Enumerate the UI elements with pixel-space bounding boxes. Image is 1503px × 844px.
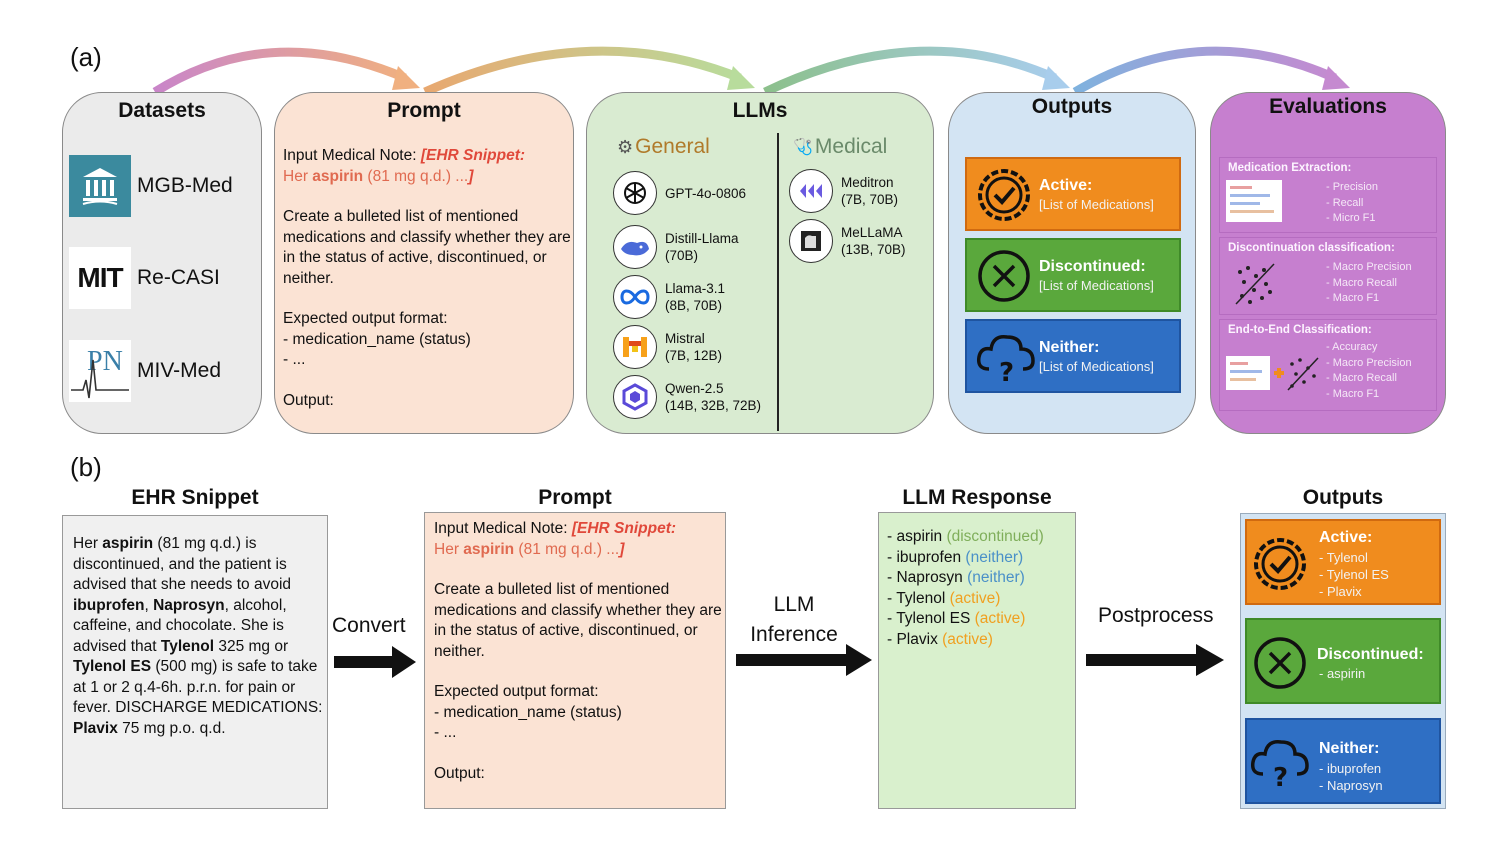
- medical-kit-icon: 🩺: [793, 139, 813, 156]
- prompt-b-text: Input Medical Note: [EHR Snippet: Her as…: [434, 520, 722, 782]
- svg-text:?: ?: [999, 358, 1014, 385]
- dataset-item: MGB-Med: [69, 155, 233, 217]
- gear-icon: ⚙: [617, 136, 634, 157]
- list-item: - Naprosyn (neither): [887, 569, 1025, 586]
- inference-arrow: [736, 644, 872, 676]
- llm-item: Meditron(7B, 70B): [789, 169, 898, 213]
- openai-icon: [613, 171, 657, 215]
- ehr-title: EHR Snippet: [131, 486, 259, 509]
- medical-header: 🩺 Medical: [793, 135, 888, 158]
- evaluations-title: Evaluations: [1269, 95, 1387, 118]
- list-item: - ibuprofen (neither): [887, 548, 1024, 566]
- question-cloud-icon: ?: [976, 335, 1035, 385]
- list-item: - Tylenol ES (active): [887, 610, 1026, 627]
- prompt-panel: Prompt Input Medical Note: [EHR Snippet:…: [274, 92, 574, 434]
- check-gear-icon: [978, 169, 1030, 221]
- prompt-b-title: Prompt: [538, 486, 612, 509]
- outputs-b-title: Outputs: [1302, 486, 1384, 509]
- evaluations-panel: Evaluations Medication Extraction: - Pre…: [1210, 92, 1446, 434]
- llm-item: Mistral(7B, 12B): [613, 325, 722, 369]
- label-a: (a): [70, 42, 102, 72]
- mellama-icon: [789, 219, 833, 263]
- llm-item: Distill-Llama(70B): [613, 225, 739, 269]
- dataset-item: PN MIV-Med: [69, 340, 221, 402]
- deepseek-whale-icon: [613, 225, 657, 269]
- svg-text:?: ?: [1273, 763, 1288, 790]
- output-discontinued-box: Discontinued: [List of Medications]: [965, 238, 1181, 312]
- check-gear-icon: [1254, 538, 1306, 590]
- x-circle-icon: [978, 250, 1030, 302]
- mistral-icon: [613, 325, 657, 369]
- convert-arrow: [334, 646, 416, 678]
- ehr-snippet-box: Her aspirin (81 mg q.d.) is discontinued…: [62, 515, 328, 809]
- divider: [777, 133, 779, 431]
- prompt-text: Input Medical Note: [EHR Snippet: Her as…: [283, 147, 571, 409]
- output-neither-box: ? Neither: - ibuprofen- Naprosyn: [1245, 718, 1441, 804]
- dataset-name: MGB-Med: [137, 174, 233, 197]
- label-b: (b): [70, 452, 102, 482]
- question-cloud-icon: ?: [1250, 740, 1309, 790]
- output-active-box: Active: - Tylenol- Tylenol ES- Plavix: [1245, 519, 1441, 605]
- llm-item: Qwen-2.5(14B, 32B, 72B): [613, 375, 761, 419]
- outputs-panel: Outputs Active: [List of Medications] Di…: [948, 92, 1196, 434]
- combined-eval-icon: [1226, 356, 1319, 391]
- scatter-icon: [1235, 263, 1275, 305]
- output-active-box: Active: [List of Medications]: [965, 157, 1181, 231]
- physionet-logo-icon: PN: [69, 340, 131, 402]
- dataset-name: Re-CASI: [137, 266, 220, 289]
- prompt-b-box: Input Medical Note: [EHR Snippet: Her as…: [424, 512, 726, 809]
- eval-group: Medication Extraction: - Precision- Reca…: [1219, 157, 1437, 233]
- general-header: ⚙ General: [617, 135, 710, 158]
- outputs-b-box: Active: - Tylenol- Tylenol ES- Plavix Di…: [1240, 513, 1446, 809]
- eval-group: Discontinuation classification: - Macro …: [1219, 237, 1437, 315]
- x-circle-icon: [1254, 637, 1306, 689]
- mgb-logo-icon: [69, 155, 131, 217]
- response-list: - aspirin (discontinued) - ibuprofen (ne…: [887, 527, 1044, 650]
- mit-logo-icon: MIT: [69, 247, 131, 309]
- datasets-panel: Datasets MGB-Med MIT Re-CASI PN MIV-Med: [62, 92, 262, 434]
- postprocess-arrow: [1086, 644, 1224, 676]
- eval-group: End-to-End Classification: - Accuracy- M…: [1219, 319, 1437, 411]
- document-icon: [1226, 180, 1282, 222]
- list-item: - Tylenol (active): [887, 589, 1001, 607]
- datasets-title: Datasets: [118, 99, 206, 122]
- list-item: - Plavix (active): [887, 630, 993, 648]
- llm-response-box: - aspirin (discontinued) - ibuprofen (ne…: [878, 512, 1076, 809]
- llm-item: MeLLaMA(13B, 70B): [789, 219, 906, 263]
- meditron-icon: [789, 169, 833, 213]
- qwen-icon: [613, 375, 657, 419]
- llms-title: LLMs: [732, 99, 788, 122]
- output-discontinued-box: Discontinued: - aspirin: [1245, 618, 1441, 704]
- ehr-text: Her aspirin (81 mg q.d.) is discontinued…: [73, 535, 323, 737]
- outputs-title: Outputs: [1031, 95, 1113, 118]
- flow-arrows: [152, 46, 1350, 97]
- prompt-title: Prompt: [387, 99, 461, 122]
- dataset-item: MIT Re-CASI: [69, 247, 220, 309]
- dataset-name: MIV-Med: [137, 359, 222, 382]
- llm-response-title: LLM Response: [902, 486, 1052, 509]
- llms-panel: LLMs ⚙ General 🩺 Medical GPT-4o-0806 Dis…: [586, 92, 934, 434]
- llm-item: Llama-3.1(8B, 70B): [613, 275, 725, 319]
- llm-item: GPT-4o-0806: [613, 171, 746, 215]
- postprocess-label: Postprocess: [1098, 604, 1214, 627]
- meta-infinity-icon: [613, 275, 657, 319]
- convert-label: Convert: [332, 614, 406, 637]
- output-neither-box: ? Neither: [List of Medications]: [965, 319, 1181, 393]
- list-item: - aspirin (discontinued): [887, 528, 1044, 545]
